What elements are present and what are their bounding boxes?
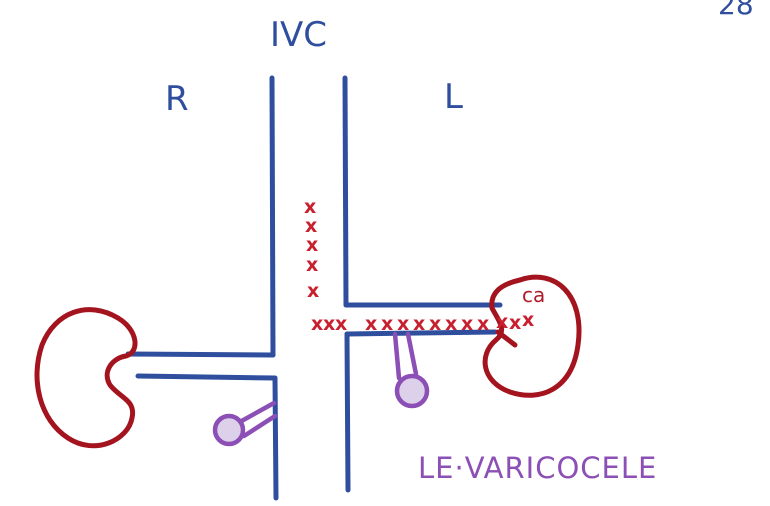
left-testis: [394, 373, 430, 409]
thrombus-mark: x: [335, 313, 347, 335]
left-renal-vein: [343, 302, 503, 337]
left-kidney-hilum-mark: [495, 329, 518, 348]
ivc-label: IVC: [270, 15, 327, 55]
ivc-left-wall-lower: [344, 331, 351, 493]
thrombus-mark: x: [323, 313, 335, 335]
right-gonad: [212, 400, 278, 447]
right-renal-vein: [125, 351, 278, 381]
right-renal-vein-upper: [125, 351, 276, 358]
thrombus-mark: x: [429, 313, 441, 335]
thrombus-mark: x: [311, 313, 323, 335]
thrombus-mark: x: [477, 313, 489, 335]
tumor-label: ca: [522, 283, 545, 307]
thrombus-mark: x: [306, 254, 318, 276]
left-kidney: [482, 274, 582, 398]
thrombus-mark: x: [365, 313, 377, 335]
left-side-label: L: [444, 77, 463, 117]
thrombus-mark: x: [304, 196, 316, 218]
right-kidney: [34, 307, 138, 449]
right-gonadal-vein: [235, 400, 277, 426]
inferior-vena-cava: [269, 75, 351, 501]
caption-label: LE·VARICOCELE: [418, 451, 657, 485]
left-renal-vein-lower: [344, 329, 498, 337]
thrombus-mark: x: [305, 215, 317, 237]
ivc-right-wall-lower: [272, 375, 279, 501]
thrombus-mark: x: [461, 313, 473, 335]
thrombus-mark: x: [509, 312, 521, 334]
thrombus-mark: x: [445, 313, 457, 335]
thrombus-mark: x: [306, 234, 318, 256]
thrombus-mark: x: [381, 313, 393, 335]
thrombus-mark: x: [397, 313, 409, 335]
left-gonadal-vein: [392, 331, 402, 381]
page-number: 28: [718, 0, 754, 21]
left-gonad: [392, 331, 430, 409]
right-testis: [212, 413, 246, 447]
ivc-right-wall: [269, 75, 276, 358]
right-side-label: R: [165, 79, 189, 119]
right-gonadal-vein-2: [241, 413, 278, 439]
ivc-left-wall: [342, 75, 349, 308]
thrombus-mark: x: [496, 311, 508, 333]
thrombus-mark: x: [413, 313, 425, 335]
thrombus-mark: x: [307, 280, 319, 302]
right-renal-vein-lower: [135, 373, 278, 381]
left-gonadal-vein-2: [405, 331, 419, 377]
thrombus-mark: x: [522, 309, 534, 331]
